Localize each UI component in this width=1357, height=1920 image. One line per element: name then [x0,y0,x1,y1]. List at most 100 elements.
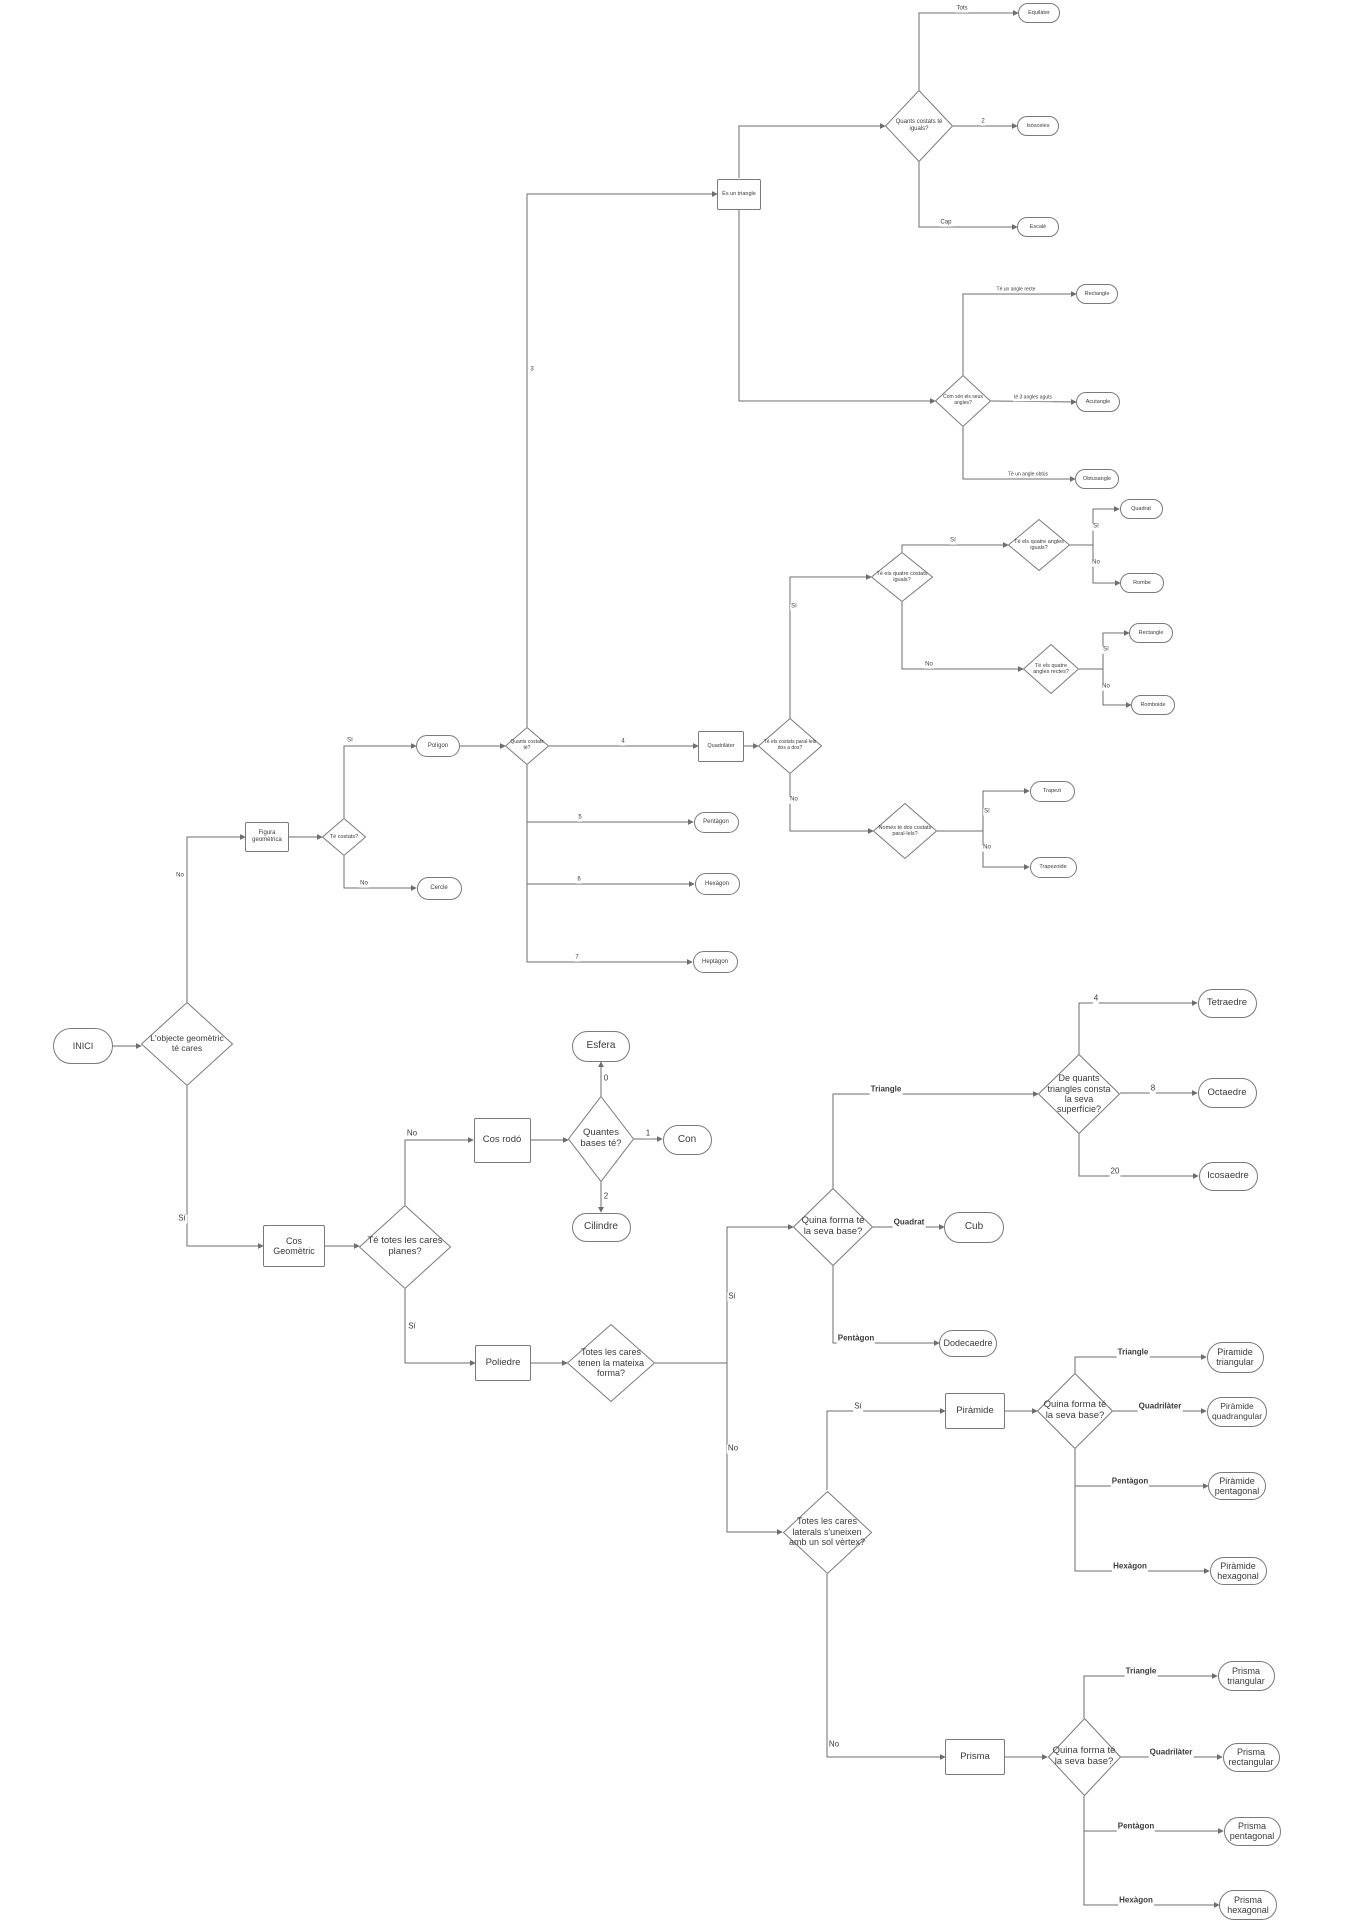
node-sol-vertex: Totes les cares laterals s'uneixen amb u… [782,1490,872,1574]
node-quadrilater: Quadrilàter [698,730,744,762]
edge-label: Sí [177,1213,187,1224]
edge-connector [826,1574,946,1760]
node-piramide: Piràmide [945,1393,1005,1429]
edge-connector [901,542,1009,552]
edge-label: Tots [955,5,969,13]
edge-label: Quadrilàter [1137,1401,1183,1412]
edge-label: Sí [1102,646,1110,654]
node-escale: Escalè [1017,217,1059,237]
node-romboide: Romboide [1131,695,1175,715]
edge-label: No [175,872,185,880]
diamond-shape [872,802,938,860]
edge-connector [1078,1134,1199,1179]
node-label: Isòsceles [1026,122,1050,129]
diamond-shape [358,1204,452,1290]
node-label: Prisma [960,1750,990,1762]
edge-connector [789,574,872,718]
node-label: Totes les cares tenen la mateixa forma? [577,1347,645,1379]
edge-connector [962,291,1077,375]
node-label: Rombe [1133,579,1151,586]
diamond-shape [934,374,992,428]
node-quadrat: Quadrat [1119,499,1163,519]
diamond-shape [1037,1053,1121,1135]
node-piramide-pentagonal: Piràmide pentagonal [1208,1472,1266,1500]
edge-connector [343,743,417,818]
edge-label: 5 [577,814,583,822]
edge-label: Cap [939,219,953,227]
node-cos-geometric: Cos Geomètric [263,1225,325,1267]
edge-label: 1 [644,1128,652,1139]
edge-label: Té un angle obtús [1006,471,1050,478]
node-label: Quina forma té la seva base? [1043,1399,1107,1421]
node-label: Rectangle [1084,290,1110,297]
edge-label: No [359,880,369,888]
edge-label: Sí [949,537,957,545]
edge-label: Triangle [1116,1347,1150,1358]
node-label: Quants costats té? [510,739,544,751]
edge-label: 8 [1149,1083,1157,1094]
edge-connector [832,1266,940,1346]
diamond-shape [782,1490,872,1574]
edge-connector [1078,1000,1198,1054]
node-label: Icosaedre [1207,1169,1249,1181]
edge-label: No [405,1128,419,1139]
node-poliedre: Poliedre [475,1345,531,1381]
node-label: Té totes les cares planes? [367,1235,443,1257]
node-label: Polígon [427,742,449,749]
edge-connector [526,765,693,965]
node-cilindre: Cilindre [571,1212,631,1242]
node-label: Trapezi [1042,787,1062,794]
node-quants-costats-iguals: Quants costats té iguals? [884,89,954,163]
edge-connector [404,1137,474,1205]
node-label: De quants triangles consta la seva super… [1047,1073,1111,1115]
node-rectangle-quadrilater: Rectangle [1129,623,1173,643]
node-tetraedre: Tetraedre [1197,988,1257,1018]
edge-label: Té un angle recte [995,286,1037,293]
edge-label: Pentàgon [1110,1476,1150,1487]
node-label: Romboide [1140,701,1166,708]
diamond-shape [504,726,550,766]
node-quatre-angles-iguals: Té els quatre angles iguals? [1007,518,1071,572]
edge-label: Quadrat [892,1217,926,1228]
diamond-shape [567,1095,635,1183]
diamond-shape [792,1187,874,1267]
node-trapezi: Trapezi [1029,780,1075,802]
node-rombe: Rombe [1120,573,1164,593]
edge-connector [990,398,1077,405]
edge-label: Hexàgon [1112,1561,1148,1572]
edge-connector [186,1086,264,1249]
edge-label: No [827,1739,841,1750]
edge-label: 4 [620,738,626,746]
node-label: Té els quatre costats iguals? [876,570,928,583]
node-label: Quadrilàter [707,742,735,749]
node-label: Escalè [1029,223,1047,230]
edge-label: 3 [529,366,535,374]
edge-connector [738,123,886,178]
node-label: Esfera [586,1040,616,1052]
node-figura-geometrica: Figura geomètrica [245,822,289,852]
edge-connector [1083,1796,1220,1908]
edge-connector [1074,1449,1210,1574]
diamond-shape [757,717,823,775]
node-quants-costats: Quants costats té? [504,726,550,766]
edge-label: 20 [1109,1166,1121,1177]
edge-connector [962,427,1076,482]
node-mateixa-forma: Totes les cares tenen la mateixa forma? [566,1323,656,1403]
edge-label: Sí [727,1291,737,1302]
edge-connector [901,602,1024,672]
node-label: Cilindre [584,1221,618,1233]
node-es-un-triangle: És un triangle [717,178,761,210]
node-trapezoide: Trapezoide [1029,856,1077,878]
node-prisma-rectangular: Prisma rectangular [1222,1742,1280,1772]
edge-label: 0 [602,1073,610,1084]
edge-label: Pentàgon [1116,1821,1156,1832]
node-label: Prisma rectangular [1228,1746,1274,1767]
node-pentagon: Pentàgon [693,811,739,833]
node-label: Hexàgon [704,880,730,887]
edge-connector [826,1408,946,1490]
node-rectangle-triangle: Rectangle [1076,284,1118,304]
edge-label: No [1091,559,1101,567]
edge-connector [655,1224,794,1364]
node-label: Quants costats té iguals? [895,119,943,132]
node-piramide-quadrangular: Piràmide quadrangular [1207,1397,1267,1427]
